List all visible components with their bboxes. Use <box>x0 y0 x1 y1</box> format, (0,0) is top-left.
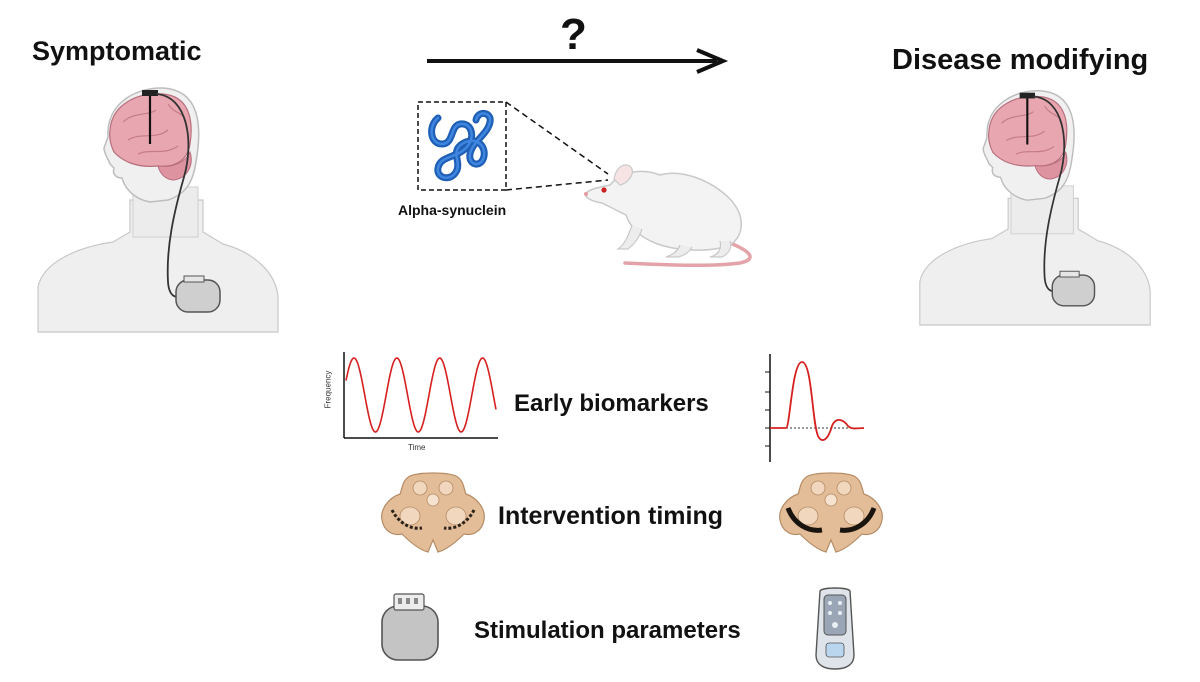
patient-programmer-icon <box>815 587 855 670</box>
protein-zoom-box <box>417 101 609 191</box>
row-stimulation-parameters: Stimulation parameters <box>474 617 741 644</box>
brainstem-right-icon <box>779 472 883 553</box>
arrow-right-icon <box>427 48 729 74</box>
right-title: Disease modifying <box>892 44 1149 76</box>
left-patient-icon <box>37 87 279 333</box>
evoked-response-icon <box>765 354 865 462</box>
oscillation-plot-icon <box>343 352 498 439</box>
rat-icon <box>584 164 752 268</box>
left-title: Symptomatic <box>32 36 202 66</box>
question-mark: ? <box>560 10 587 59</box>
plot-xlabel: Time <box>408 443 426 452</box>
right-patient-icon <box>919 90 1151 326</box>
plot-ylabel: Frequency <box>323 370 333 409</box>
row-intervention-timing: Intervention timing <box>498 502 723 530</box>
protein-label: Alpha-synuclein <box>398 202 507 218</box>
pulse-generator-icon <box>381 593 439 661</box>
alpha-synuclein-icon <box>428 110 494 182</box>
row-early-biomarkers: Early biomarkers <box>514 390 709 417</box>
brainstem-left-icon <box>381 472 485 553</box>
